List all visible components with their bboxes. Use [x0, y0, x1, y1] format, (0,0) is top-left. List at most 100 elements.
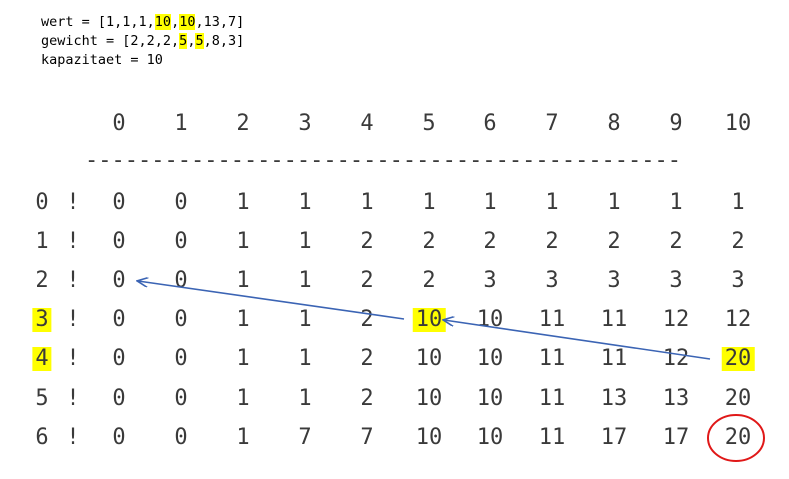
table-cell: 0	[174, 386, 188, 411]
table-cell: 1	[298, 229, 312, 254]
table-cell: 2	[422, 229, 436, 254]
result-circle	[707, 414, 765, 462]
table-cell: 10	[415, 346, 443, 371]
highlighted-code-token: 10	[179, 14, 196, 30]
table-cell: 20	[724, 386, 752, 411]
code-line: gewicht = [2,2,2,5,5,8,3]	[41, 32, 244, 51]
column-header: 6	[483, 111, 497, 136]
table-cell: 7	[298, 425, 312, 450]
table-cell: 1	[236, 229, 250, 254]
code-token: gewicht = [2,2,2,	[41, 33, 180, 49]
table-cell: 1	[422, 190, 436, 215]
table-cell: 2	[669, 229, 683, 254]
table-cell: 3	[731, 268, 745, 293]
table-cell: 20	[724, 425, 752, 450]
code-token: kapazitaet = 10	[41, 52, 163, 68]
table-cell: 0	[112, 229, 126, 254]
table-cell: 2	[360, 346, 374, 371]
column-header: 4	[360, 111, 374, 136]
table-cell: 2	[422, 268, 436, 293]
table-cell: 0	[112, 425, 126, 450]
table-cell: 0	[112, 307, 126, 332]
row-separator-bang: !	[66, 190, 80, 215]
table-cell: 2	[360, 229, 374, 254]
table-cell: 11	[538, 307, 566, 332]
table-cell: 12	[662, 307, 690, 332]
row-separator-bang: !	[66, 307, 80, 332]
table-cell: 1	[298, 307, 312, 332]
row-label: 4	[32, 347, 52, 371]
column-header: 8	[607, 111, 621, 136]
table-cell: 10	[415, 425, 443, 450]
column-header: 3	[298, 111, 312, 136]
table-cell: 1	[298, 268, 312, 293]
column-header: 5	[422, 111, 436, 136]
code-block: wert = [1,1,1,10,10,13,7]gewicht = [2,2,…	[41, 13, 244, 70]
table-cell: 11	[538, 386, 566, 411]
table-cell: 1	[298, 346, 312, 371]
table-cell: 0	[112, 346, 126, 371]
table-cell: 2	[545, 229, 559, 254]
table-cell: 1	[236, 307, 250, 332]
table-cell: 3	[607, 268, 621, 293]
row-label: 2	[35, 268, 49, 293]
table-cell: 10	[476, 346, 504, 371]
table-cell: 2	[360, 268, 374, 293]
row-label: 6	[35, 425, 49, 450]
row-separator-bang: !	[66, 425, 80, 450]
table-cell: 1	[731, 190, 745, 215]
table-cell: 0	[174, 346, 188, 371]
column-header: 7	[545, 111, 559, 136]
code-line: wert = [1,1,1,10,10,13,7]	[41, 13, 244, 32]
column-header: 1	[174, 111, 188, 136]
table-cell: 11	[538, 425, 566, 450]
table-cell: 7	[360, 425, 374, 450]
highlighted-code-token: 5	[195, 33, 204, 49]
backtrack-arrow-2	[138, 281, 405, 320]
table-cell: 2	[483, 229, 497, 254]
column-header: 0	[112, 111, 126, 136]
table-cell: 13	[600, 386, 628, 411]
table-cell: 1	[483, 190, 497, 215]
table-cell: 17	[600, 425, 628, 450]
highlighted-table-cell: 10	[412, 308, 446, 332]
backtrack-arrow-1	[444, 320, 711, 360]
row-separator-bang: !	[66, 268, 80, 293]
table-cell: 0	[112, 268, 126, 293]
table-cell: 10	[476, 386, 504, 411]
table-cell: 17	[662, 425, 690, 450]
code-token: ,	[187, 33, 196, 49]
highlighted-table-cell: 20	[721, 347, 755, 371]
table-cell: 11	[600, 346, 628, 371]
table-cell: 1	[669, 190, 683, 215]
code-token: ,8,3]	[203, 33, 245, 49]
table-cell: 10	[476, 425, 504, 450]
table-cell: 1	[236, 346, 250, 371]
row-label: 5	[35, 386, 49, 411]
row-label: 1	[35, 229, 49, 254]
table-cell: 0	[112, 386, 126, 411]
table-cell: 2	[360, 386, 374, 411]
table-cell: 1	[236, 268, 250, 293]
table-cell: 1	[236, 425, 250, 450]
row-separator-bang: !	[66, 386, 80, 411]
table-cell: 0	[174, 190, 188, 215]
row-label: 0	[35, 190, 49, 215]
code-token: ,	[171, 14, 180, 30]
table-cell: 3	[545, 268, 559, 293]
table-cell: 11	[600, 307, 628, 332]
table-cell: 0	[174, 229, 188, 254]
table-cell: 1	[607, 190, 621, 215]
table-cell: 0	[174, 425, 188, 450]
table-cell: 2	[607, 229, 621, 254]
highlighted-code-token: 10	[154, 14, 172, 30]
row-label: 3	[32, 308, 52, 332]
table-cell: 0	[174, 307, 188, 332]
table-cell: 3	[483, 268, 497, 293]
table-cell: 1	[236, 190, 250, 215]
table-separator: ----------------------------------------…	[85, 148, 682, 173]
table-cell: 1	[236, 386, 250, 411]
row-separator-bang: !	[66, 229, 80, 254]
table-cell: 2	[731, 229, 745, 254]
row-separator-bang: !	[66, 346, 80, 371]
